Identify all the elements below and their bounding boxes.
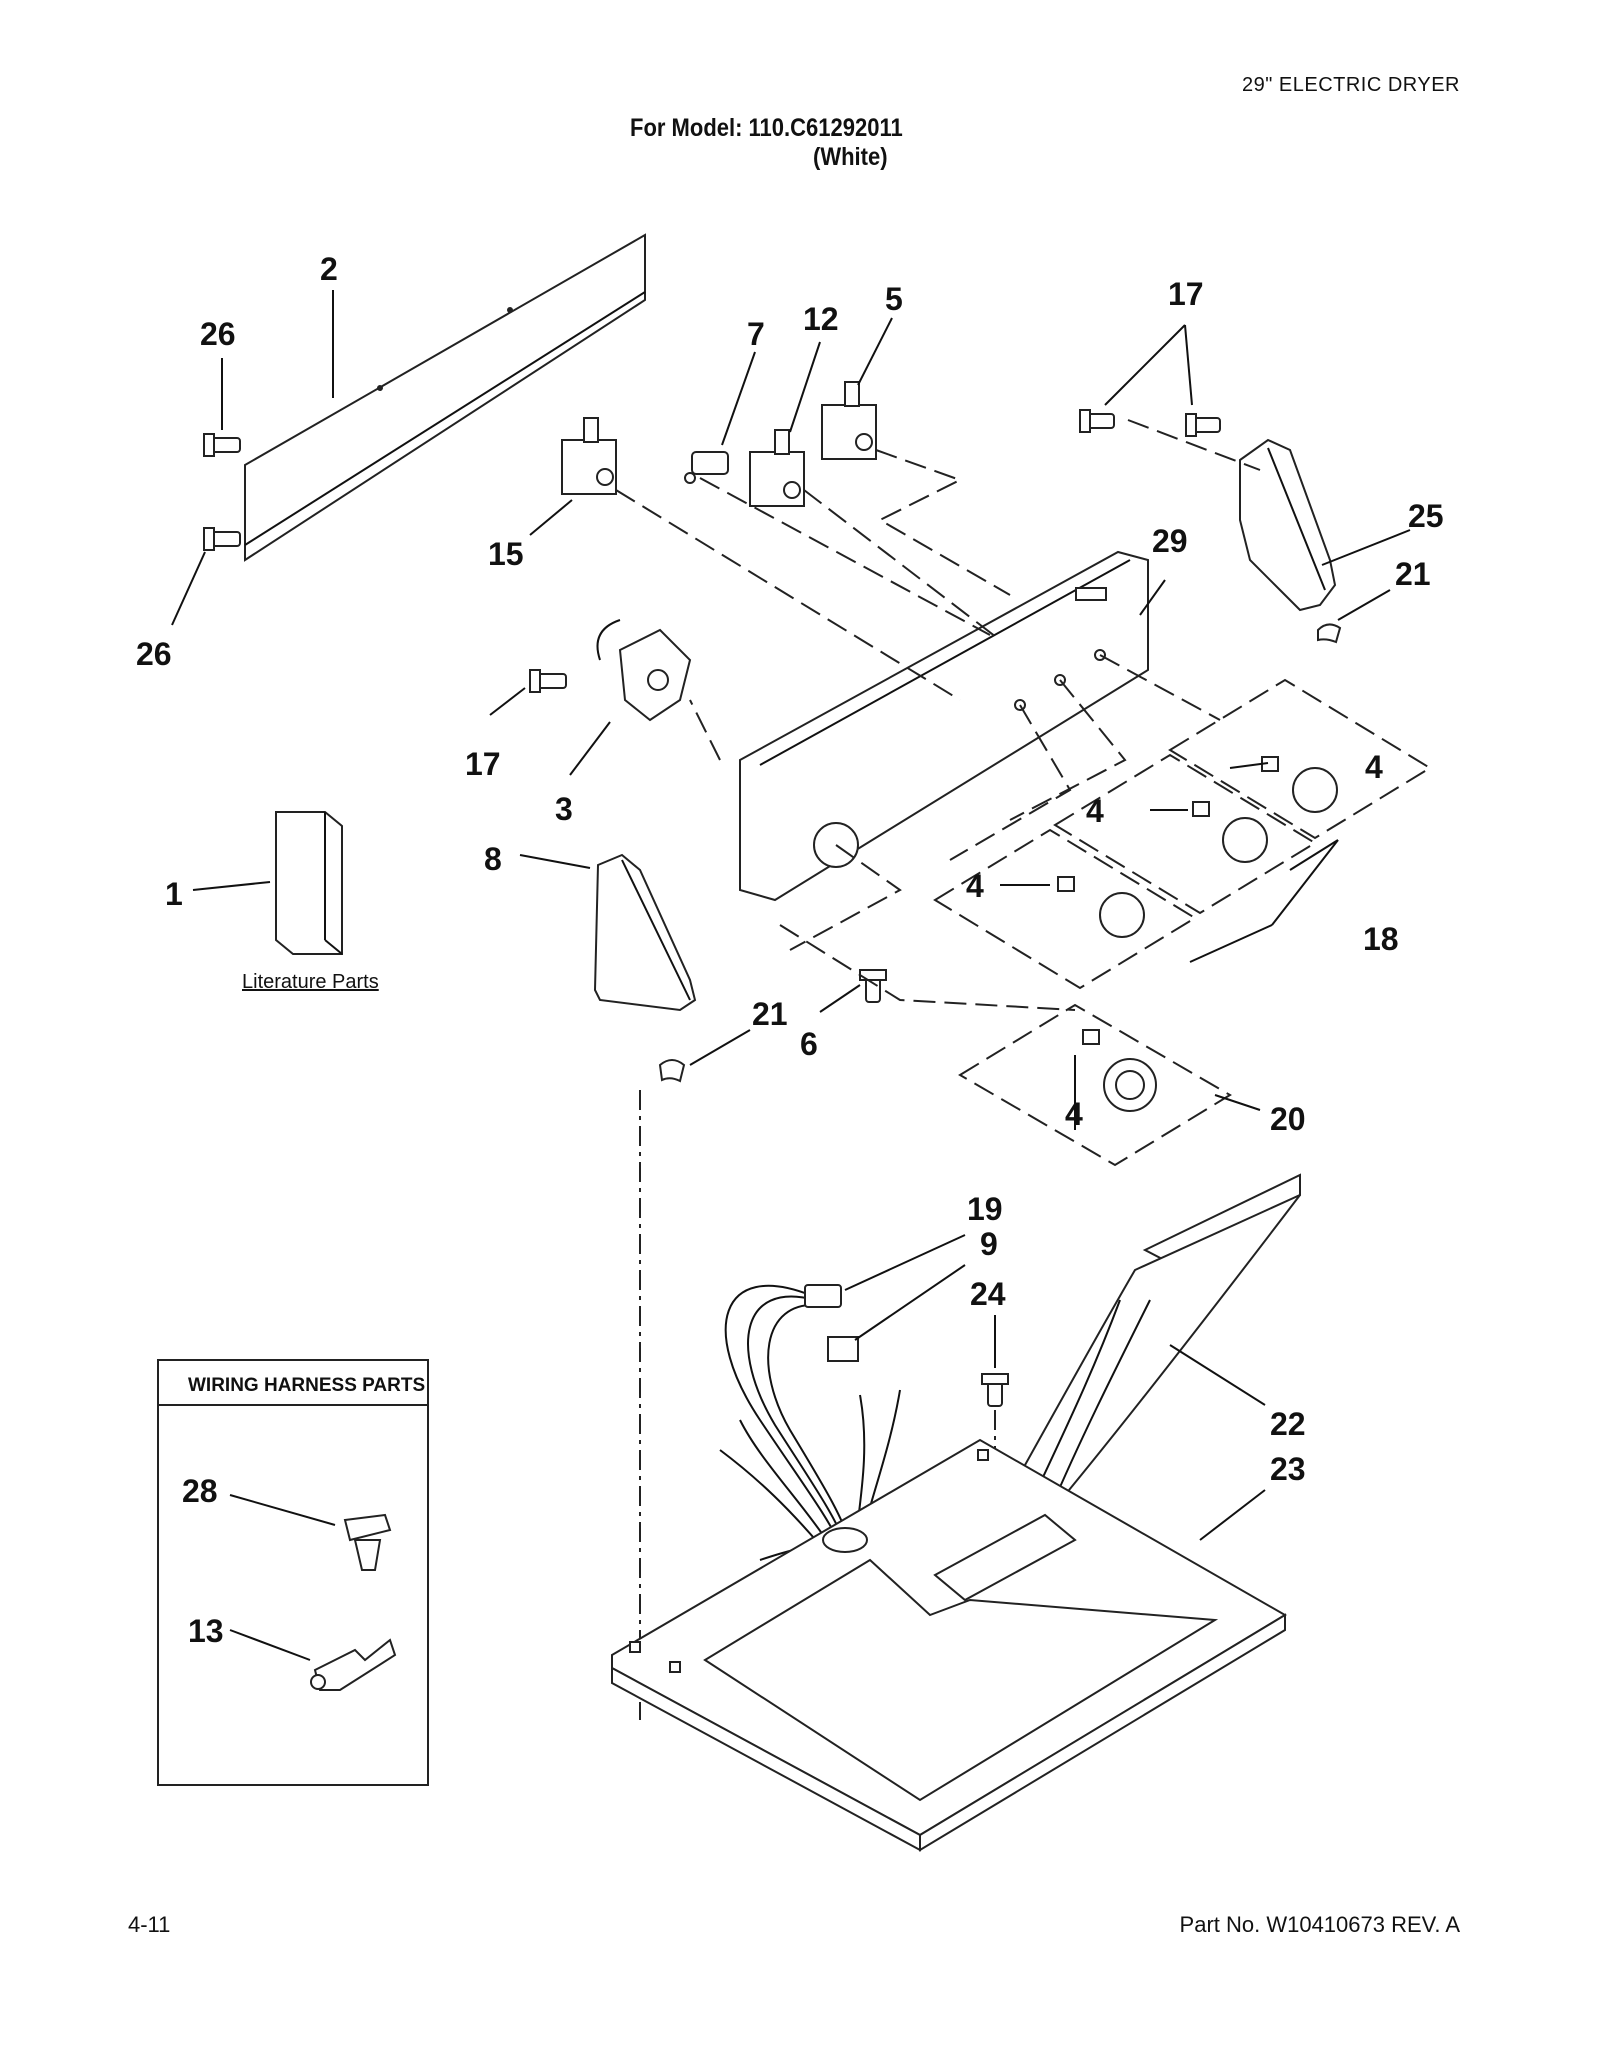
screw-icon: [1185, 413, 1221, 437]
callout-17: 17: [1168, 276, 1204, 312]
screw-icon: [203, 433, 241, 457]
knob-kit-box: [1168, 678, 1432, 840]
callout-17: 17: [465, 746, 501, 782]
clip-part-7: [684, 451, 729, 484]
knob-kit-box: [1053, 753, 1317, 915]
callout-21: 21: [752, 996, 788, 1032]
callout-18: 18: [1363, 921, 1399, 957]
screw-icon: [981, 1373, 1009, 1407]
endcap-part-25: [1239, 438, 1337, 612]
page-number: 4-11: [128, 1912, 171, 1937]
wiring-harness-part: [719, 1284, 901, 1561]
callout-5: 5: [885, 281, 903, 317]
terminal-part: [310, 1638, 397, 1691]
callout-1: 1: [165, 876, 183, 912]
callout-8: 8: [484, 841, 502, 877]
callout-6: 6: [800, 1026, 818, 1062]
clip-part-21: [658, 1059, 686, 1083]
callout-19: 19: [967, 1191, 1003, 1227]
callout-4: 4: [966, 868, 984, 904]
callout-13: 13: [188, 1613, 224, 1649]
callout-29: 29: [1152, 523, 1188, 559]
switch-part-12: [749, 429, 805, 507]
clip-part-21: [1317, 623, 1342, 644]
top-panel-part: [611, 1438, 1287, 1852]
switch-part-15: [561, 417, 617, 495]
screw-icon: [1079, 409, 1115, 433]
callout-28: 28: [182, 1473, 218, 1509]
callout-24: 24: [970, 1276, 1006, 1312]
callout-26: 26: [136, 636, 172, 672]
endcap-part-8: [593, 853, 697, 1012]
screw-icon: [203, 527, 241, 551]
callout-12: 12: [803, 301, 839, 337]
literature-parts-label: Literature Parts: [242, 971, 379, 993]
callout-20: 20: [1270, 1101, 1306, 1137]
callout-4: 4: [1065, 1096, 1083, 1132]
model-number: For Model: 110.C61292011: [630, 114, 903, 142]
wiring-harness-box: WIRING HARNESS PARTS: [157, 1359, 429, 1786]
callout-21: 21: [1395, 556, 1431, 592]
callout-23: 23: [1270, 1451, 1306, 1487]
knob-kit-box: [958, 1003, 1232, 1167]
timer-part-3: [596, 619, 692, 722]
leader-lines: [171, 290, 1411, 1661]
connector-clip-part: [343, 1513, 392, 1571]
rear-panel-part: [244, 233, 646, 562]
part-number: Part No. W10410673 REV. A: [1179, 1912, 1460, 1937]
callout-15: 15: [488, 536, 524, 572]
literature-booklet: [275, 811, 343, 955]
callout-4: 4: [1086, 793, 1104, 829]
callout-22: 22: [1270, 1406, 1306, 1442]
model-color: (White): [813, 143, 888, 171]
lint-screen-part: [998, 1173, 1301, 1527]
callout-9: 9: [980, 1226, 998, 1262]
callout-4: 4: [1365, 749, 1383, 785]
knob-kit-box: [933, 828, 1197, 990]
product-title: 29" ELECTRIC DRYER: [1241, 74, 1460, 96]
screw-icon: [529, 669, 567, 693]
callout-2: 2: [320, 251, 338, 287]
screw-icon: [859, 969, 887, 1003]
callout-25: 25: [1408, 498, 1444, 534]
switch-part-5: [821, 381, 877, 460]
callout-7: 7: [747, 316, 765, 352]
callout-26: 26: [200, 316, 236, 352]
callout-3: 3: [555, 791, 573, 827]
wiring-harness-label: WIRING HARNESS PARTS: [188, 1375, 425, 1396]
